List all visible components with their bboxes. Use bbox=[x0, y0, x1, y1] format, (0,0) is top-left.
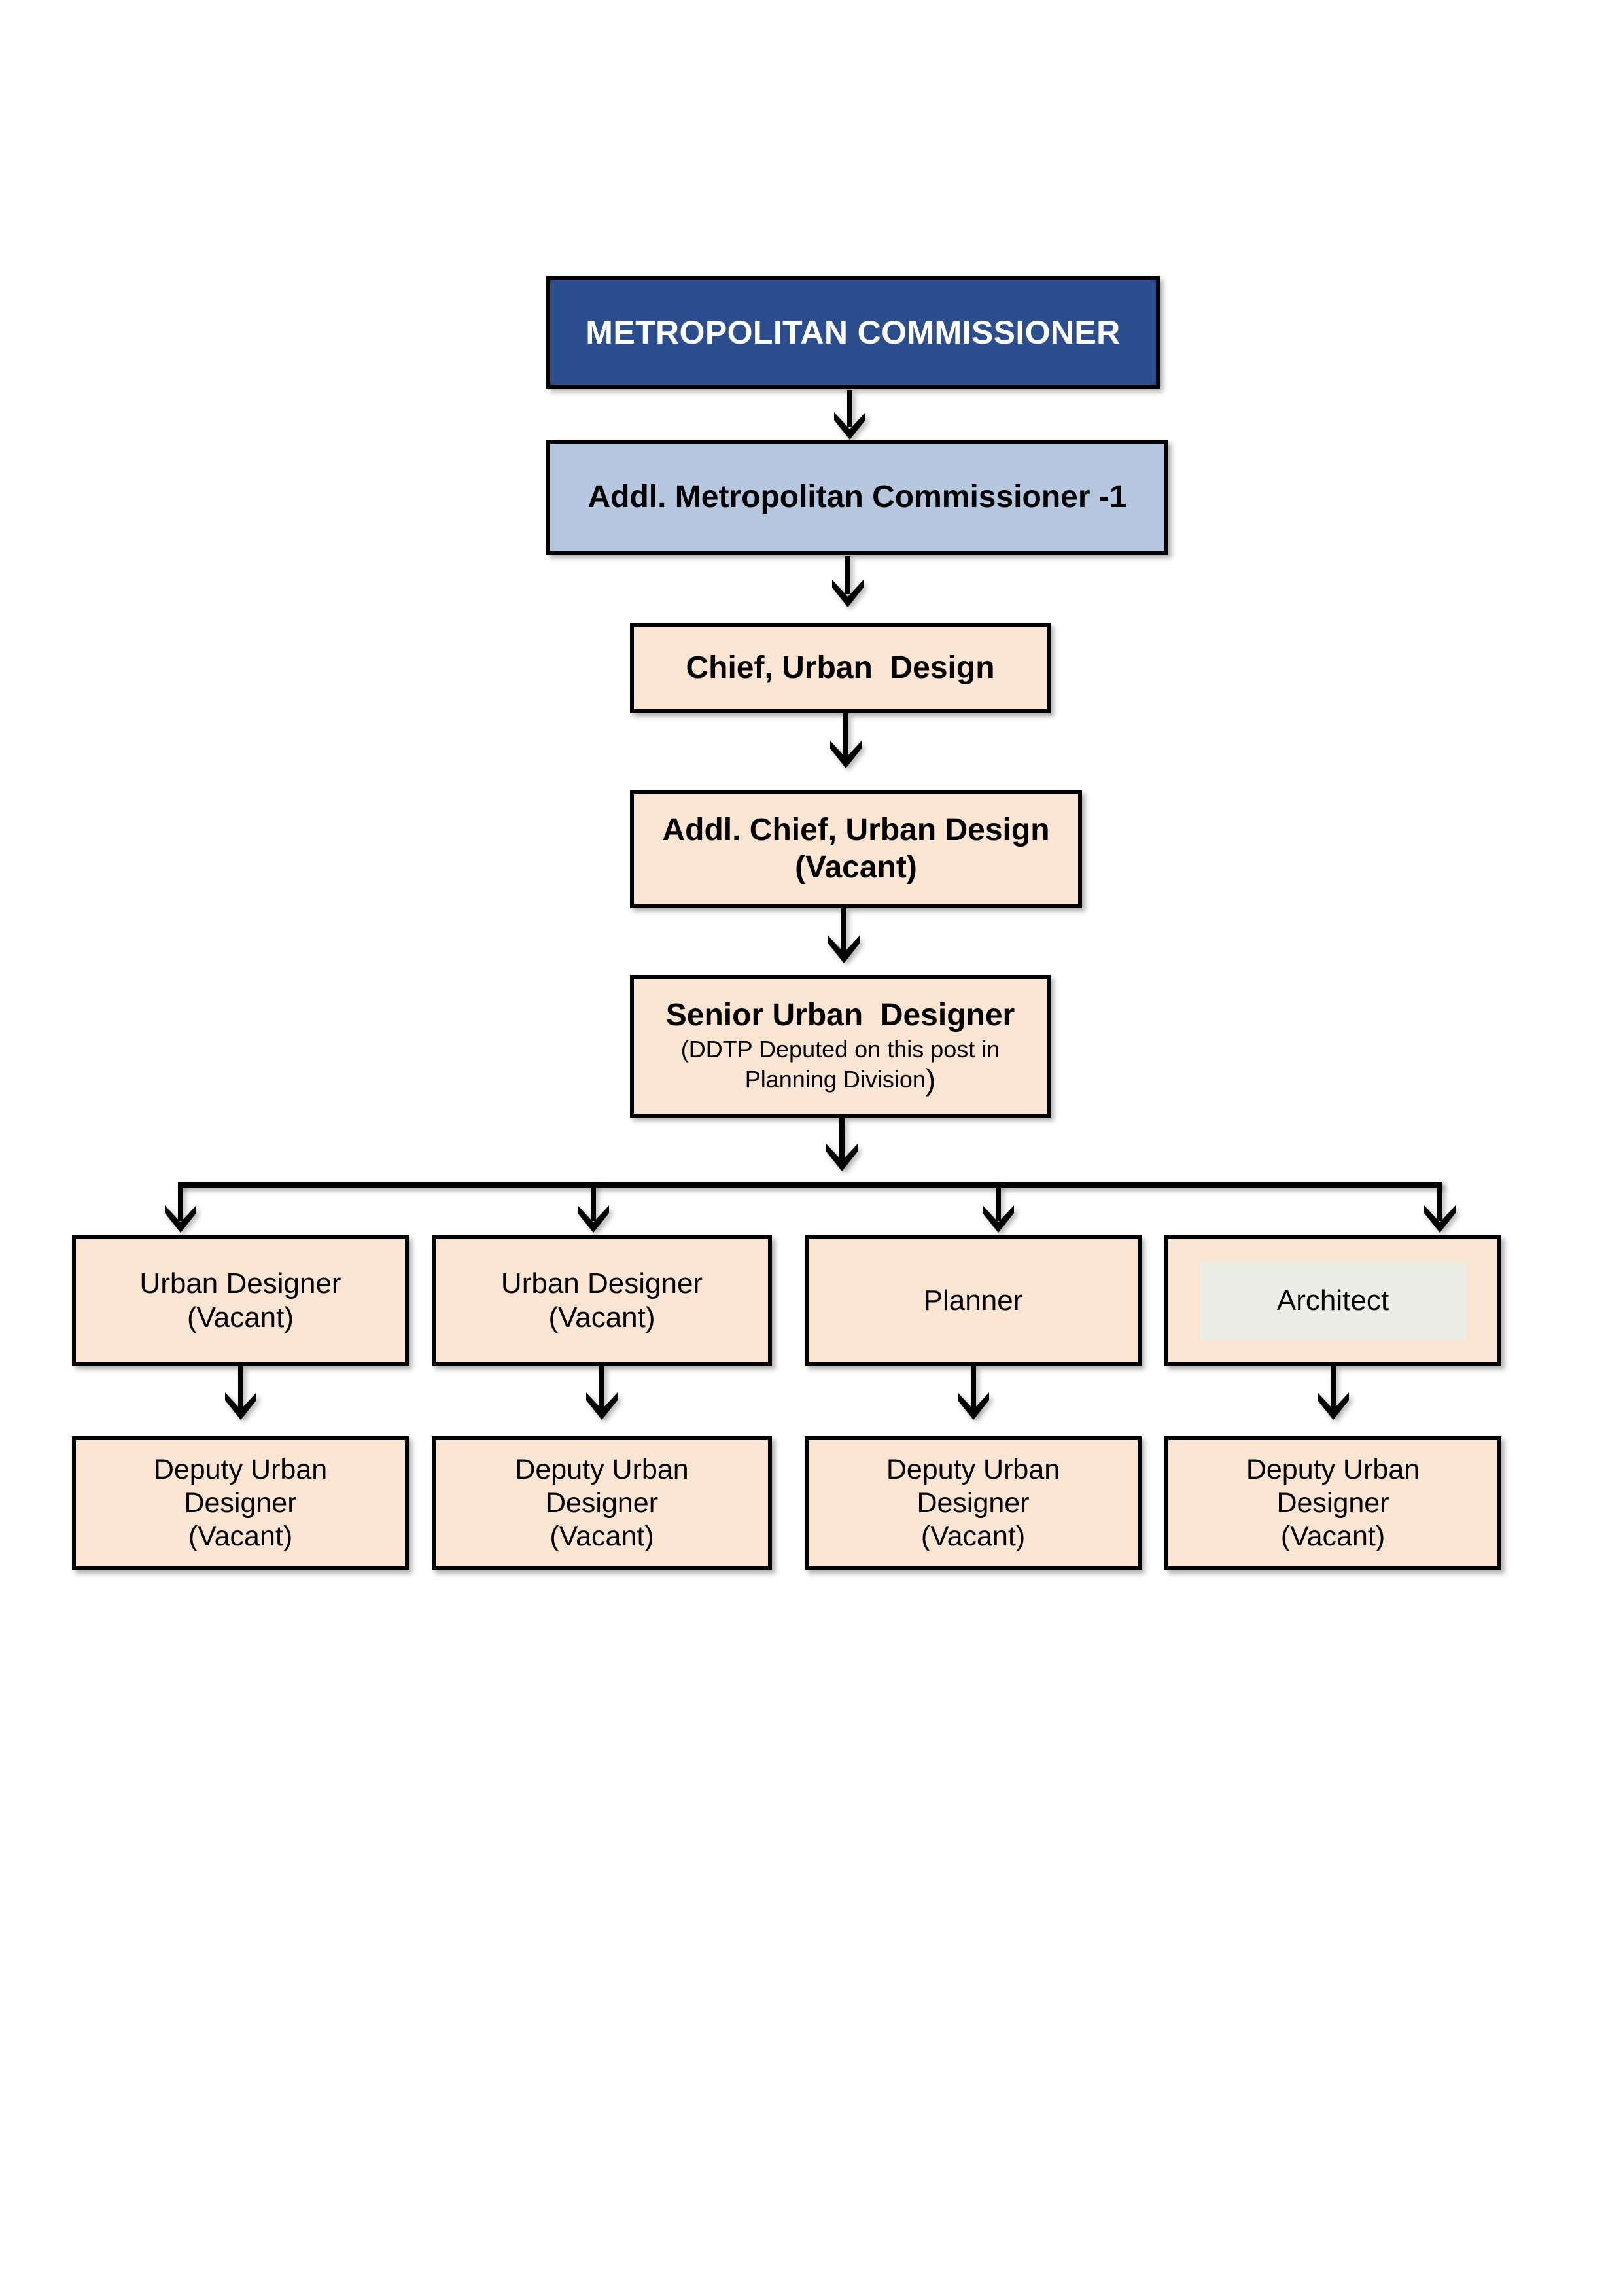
node-label-line2: Designer bbox=[545, 1487, 659, 1519]
node-label-headline: Senior Urban Designer bbox=[665, 997, 1015, 1033]
connector-leg-col2 bbox=[591, 1182, 596, 1221]
node-label: METROPOLITAN COMMISSIONER bbox=[585, 313, 1121, 351]
node-label-line3: (Vacant) bbox=[188, 1520, 293, 1552]
arrow-down-icon bbox=[223, 1390, 258, 1421]
node-architect[interactable]: Architect bbox=[1164, 1235, 1501, 1366]
arrow-down-icon bbox=[981, 1203, 1016, 1234]
node-label: Addl. Metropolitan Commissioner -1 bbox=[587, 479, 1127, 514]
node-deputy-urban-designer-1[interactable]: Deputy Urban Designer (Vacant) bbox=[72, 1436, 409, 1570]
node-addl-metropolitan-commissioner[interactable]: Addl. Metropolitan Commissioner -1 bbox=[546, 440, 1168, 555]
node-label-line3: (Vacant) bbox=[1280, 1520, 1386, 1552]
subline-closing-paren: ) bbox=[925, 1063, 936, 1097]
arrow-down-icon bbox=[824, 1141, 860, 1173]
arrow-down-icon bbox=[830, 577, 865, 609]
node-label: Chief, Urban Design bbox=[686, 650, 995, 685]
arrow-down-icon bbox=[584, 1390, 620, 1421]
node-label-line2: (Vacant) bbox=[548, 1301, 655, 1333]
connector-line-commissioner-to-addl bbox=[847, 390, 852, 427]
connector-line-chief-to-addl-chief bbox=[843, 713, 848, 758]
connector-line-addl-chief-to-senior bbox=[841, 908, 846, 954]
node-addl-chief-urban-design[interactable]: Addl. Chief, Urban Design (Vacant) bbox=[630, 790, 1082, 908]
node-deputy-urban-designer-3[interactable]: Deputy Urban Designer (Vacant) bbox=[805, 1436, 1142, 1570]
connector-line-col1 bbox=[238, 1366, 243, 1413]
node-deputy-urban-designer-4[interactable]: Deputy Urban Designer (Vacant) bbox=[1164, 1436, 1501, 1570]
connector-line-senior-to-bus bbox=[839, 1118, 845, 1165]
arrow-down-icon bbox=[576, 1203, 611, 1234]
arrow-down-icon bbox=[832, 410, 867, 441]
connector-line-col4 bbox=[1331, 1366, 1336, 1413]
arrow-down-icon bbox=[1422, 1203, 1457, 1234]
node-label-line2: (Vacant) bbox=[186, 1301, 294, 1333]
node-label-line1: Deputy Urban bbox=[886, 1454, 1060, 1486]
arrow-down-icon bbox=[956, 1390, 991, 1421]
node-label-line1: Addl. Chief, Urban Design bbox=[662, 813, 1050, 848]
node-metropolitan-commissioner[interactable]: METROPOLITAN COMMISSIONER bbox=[546, 276, 1160, 389]
node-label: Architect bbox=[1199, 1262, 1467, 1340]
node-label-line1: Urban Designer bbox=[139, 1267, 341, 1300]
node-label-subline-2: Planning Division) bbox=[745, 1065, 935, 1095]
node-label-line2: (Vacant) bbox=[795, 850, 917, 885]
arrow-down-icon bbox=[826, 933, 862, 964]
connector-line-col3 bbox=[971, 1366, 976, 1413]
node-senior-urban-designer[interactable]: Senior Urban Designer (DDTP Deputed on t… bbox=[630, 975, 1051, 1118]
connector-line-col2 bbox=[599, 1366, 604, 1413]
connector-bus-bar bbox=[178, 1182, 1442, 1188]
arrow-down-icon bbox=[828, 738, 864, 769]
connector-leg-col3 bbox=[996, 1182, 1001, 1221]
node-deputy-urban-designer-2[interactable]: Deputy Urban Designer (Vacant) bbox=[432, 1436, 772, 1570]
node-label-line1: Deputy Urban bbox=[515, 1454, 689, 1486]
node-urban-designer-1[interactable]: Urban Designer (Vacant) bbox=[72, 1235, 409, 1366]
node-label-line3: (Vacant) bbox=[550, 1520, 654, 1552]
node-label-line1: Urban Designer bbox=[500, 1267, 703, 1300]
node-label: Planner bbox=[923, 1284, 1023, 1317]
node-label-subline-1: (DDTP Deputed on this post in bbox=[680, 1035, 1000, 1063]
connector-leg-col4 bbox=[1437, 1182, 1442, 1221]
node-urban-designer-2[interactable]: Urban Designer (Vacant) bbox=[432, 1235, 772, 1366]
arrow-down-icon bbox=[163, 1203, 198, 1234]
node-label-line2: Designer bbox=[184, 1487, 297, 1519]
node-label-line2: Designer bbox=[916, 1487, 1030, 1519]
node-label-line1: Deputy Urban bbox=[1246, 1454, 1420, 1486]
node-label-line3: (Vacant) bbox=[920, 1520, 1026, 1552]
subline-2-text: Planning Division bbox=[744, 1066, 926, 1093]
connector-line-addl-to-chief bbox=[845, 556, 850, 594]
node-label-line1: Deputy Urban bbox=[153, 1454, 328, 1486]
arrow-down-icon bbox=[1316, 1390, 1351, 1421]
node-planner[interactable]: Planner bbox=[805, 1235, 1142, 1366]
connector-leg-col1 bbox=[178, 1182, 183, 1221]
node-label-line2: Designer bbox=[1276, 1487, 1389, 1519]
node-chief-urban-design[interactable]: Chief, Urban Design bbox=[630, 623, 1051, 713]
